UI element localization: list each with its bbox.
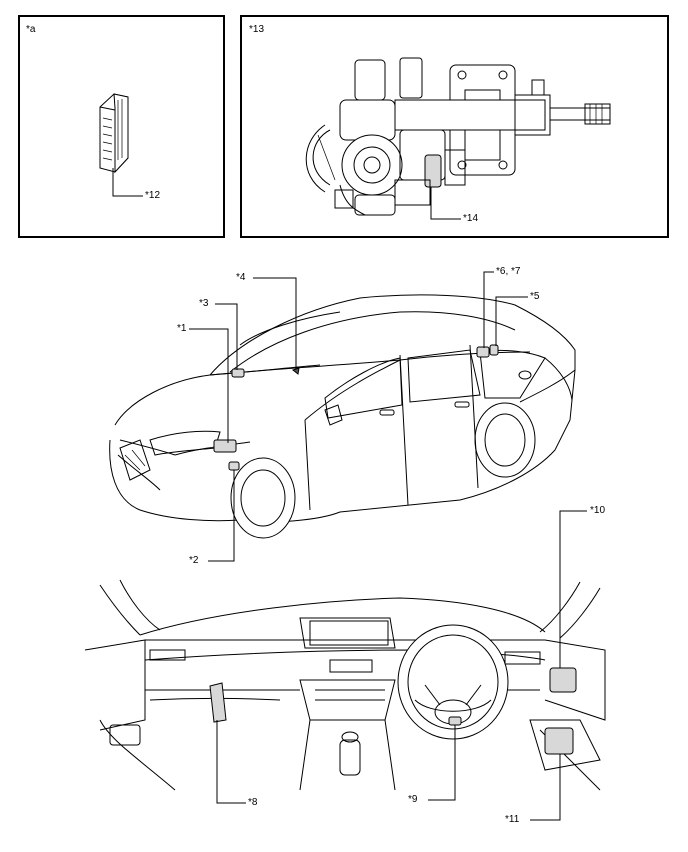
label-3: *3 [199,298,209,309]
leader-67 [483,271,494,348]
component-4-marker [291,367,300,375]
component-10-marker [549,667,577,693]
leader-4 [253,277,297,368]
leader-3 [215,303,238,370]
component-6-7-marker [476,346,490,358]
label-12: *12 [145,190,161,201]
leader-9 [428,725,456,801]
ecu-module-drawing [99,93,129,174]
leader-12 [112,168,143,197]
label-a: *a [26,24,36,35]
leader-8 [216,720,246,804]
leader-14 [430,187,461,220]
leader-5 [495,296,528,346]
label-8: *8 [248,797,258,808]
label-2: *2 [189,555,199,566]
leader-1 [189,328,229,443]
component-1-marker [213,439,237,453]
leader-10 [559,510,587,668]
component-11-marker [544,727,574,755]
component-8-marker [209,682,227,723]
leader-2 [208,470,235,562]
label-13: *13 [249,24,265,35]
label-5: *5 [530,291,540,302]
label-6-7: *6, *7 [496,266,521,277]
label-9: *9 [408,794,418,805]
label-1: *1 [177,323,187,334]
component-9-marker [448,716,462,726]
label-14: *14 [463,213,479,224]
label-4: *4 [236,272,246,283]
label-10: *10 [590,505,606,516]
component-3-marker [231,368,245,378]
steering-column-drawing [305,57,611,216]
component-2-marker [228,461,240,471]
leader-11 [530,754,561,821]
component-5-marker [489,344,499,356]
vehicle-exterior-drawing [109,294,576,539]
vehicle-interior-drawing [84,579,606,791]
label-11: *11 [505,814,520,825]
